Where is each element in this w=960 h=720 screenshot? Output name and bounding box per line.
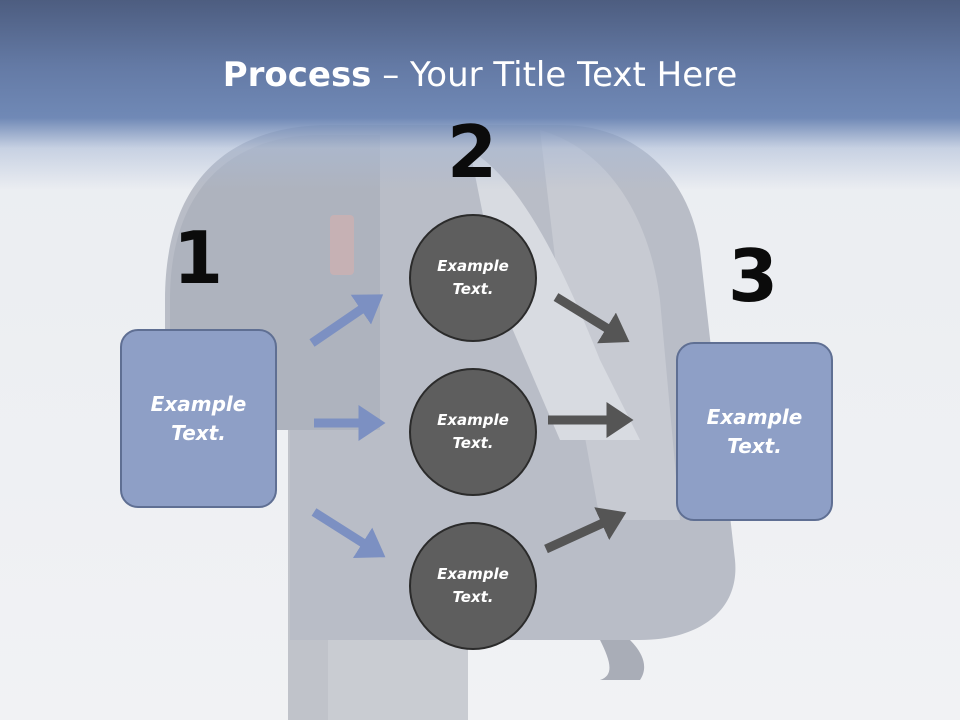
- left-box-line-1: Example: [150, 391, 247, 416]
- circle-3: Example Text.: [409, 522, 537, 650]
- circle-2-line-2: Text.: [452, 434, 494, 452]
- step-number-3: 3: [727, 234, 779, 318]
- circle-1-line-2: Text.: [452, 280, 494, 298]
- left-text-box: Example Text.: [120, 329, 277, 508]
- circle-1: Example Text.: [409, 214, 537, 342]
- slide-title: Process – Your Title Text Here: [0, 52, 960, 98]
- title-rest-part: – Your Title Text Here: [371, 55, 738, 95]
- right-box-text: Example Text.: [707, 403, 803, 461]
- title-bold-part: Process: [222, 55, 372, 95]
- circle-3-line-2: Text.: [452, 588, 494, 606]
- right-text-box: Example Text.: [676, 342, 833, 521]
- circle-1-line-1: Example: [437, 257, 509, 275]
- right-box-line-2: Text.: [727, 433, 782, 458]
- circle-3-line-1: Example: [437, 565, 509, 583]
- circle-2-line-1: Example: [437, 411, 509, 429]
- step-number-1: 1: [172, 216, 224, 300]
- circle-2: Example Text.: [409, 368, 537, 496]
- left-box-text: Example Text.: [151, 390, 247, 448]
- right-box-line-1: Example: [706, 404, 803, 429]
- step-number-2: 2: [446, 110, 498, 194]
- left-box-line-2: Text.: [171, 420, 226, 445]
- title-band: [0, 0, 960, 190]
